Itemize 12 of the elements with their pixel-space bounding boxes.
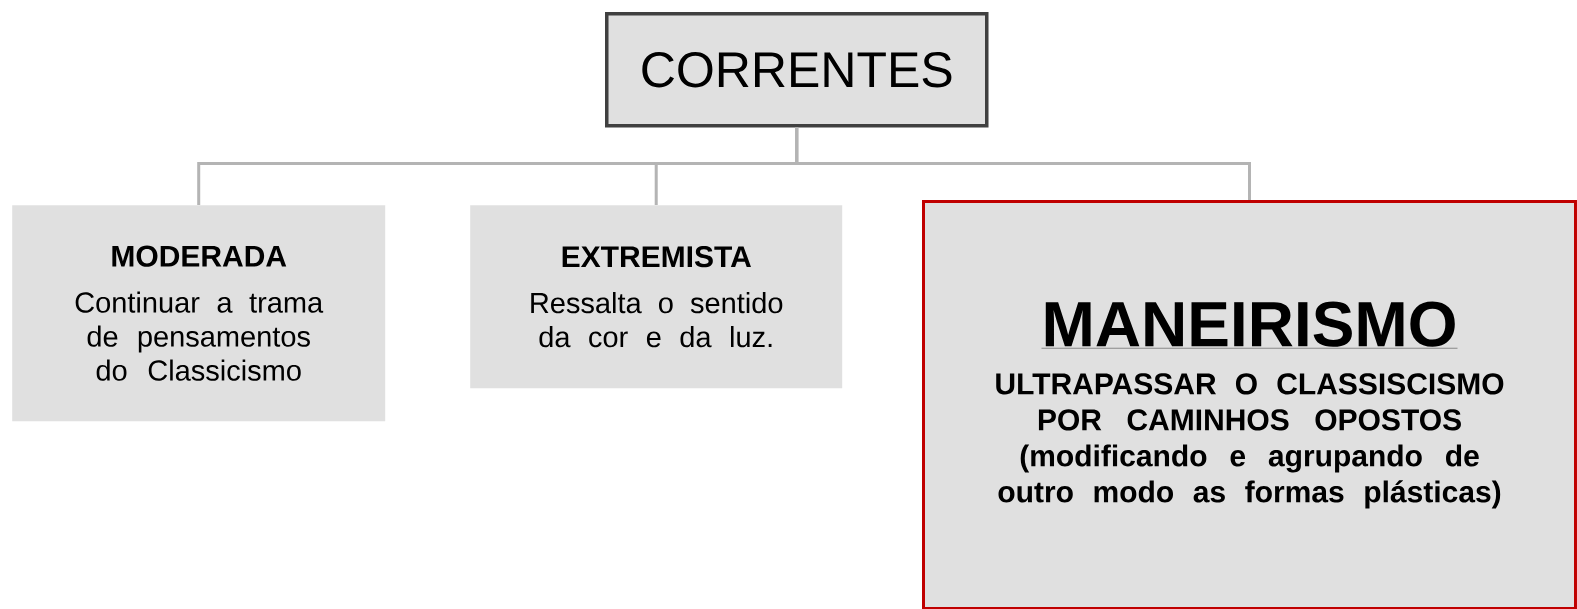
category-box [12,205,386,422]
connector-line [795,127,1251,200]
category-box [470,205,843,389]
heading: MANEIRISMO [1041,301,1458,349]
highlight-box [922,200,1577,609]
description: Continuar a trama de pensamentos do Classicismo [75,291,324,381]
description: Ressalta o sentido da cor e da luz. [531,292,783,348]
heading: CORRENTES [642,52,952,88]
heading: EXTREMISTA [562,246,751,268]
description: ULTRAPASSAR O CLASSISCISMO POR CAMINHOS OPOSTOS (modificando e agrupando de outro modo as formas plásticas) [996,373,1504,509]
heading: MODERADA [112,245,287,267]
title-box [605,12,989,128]
